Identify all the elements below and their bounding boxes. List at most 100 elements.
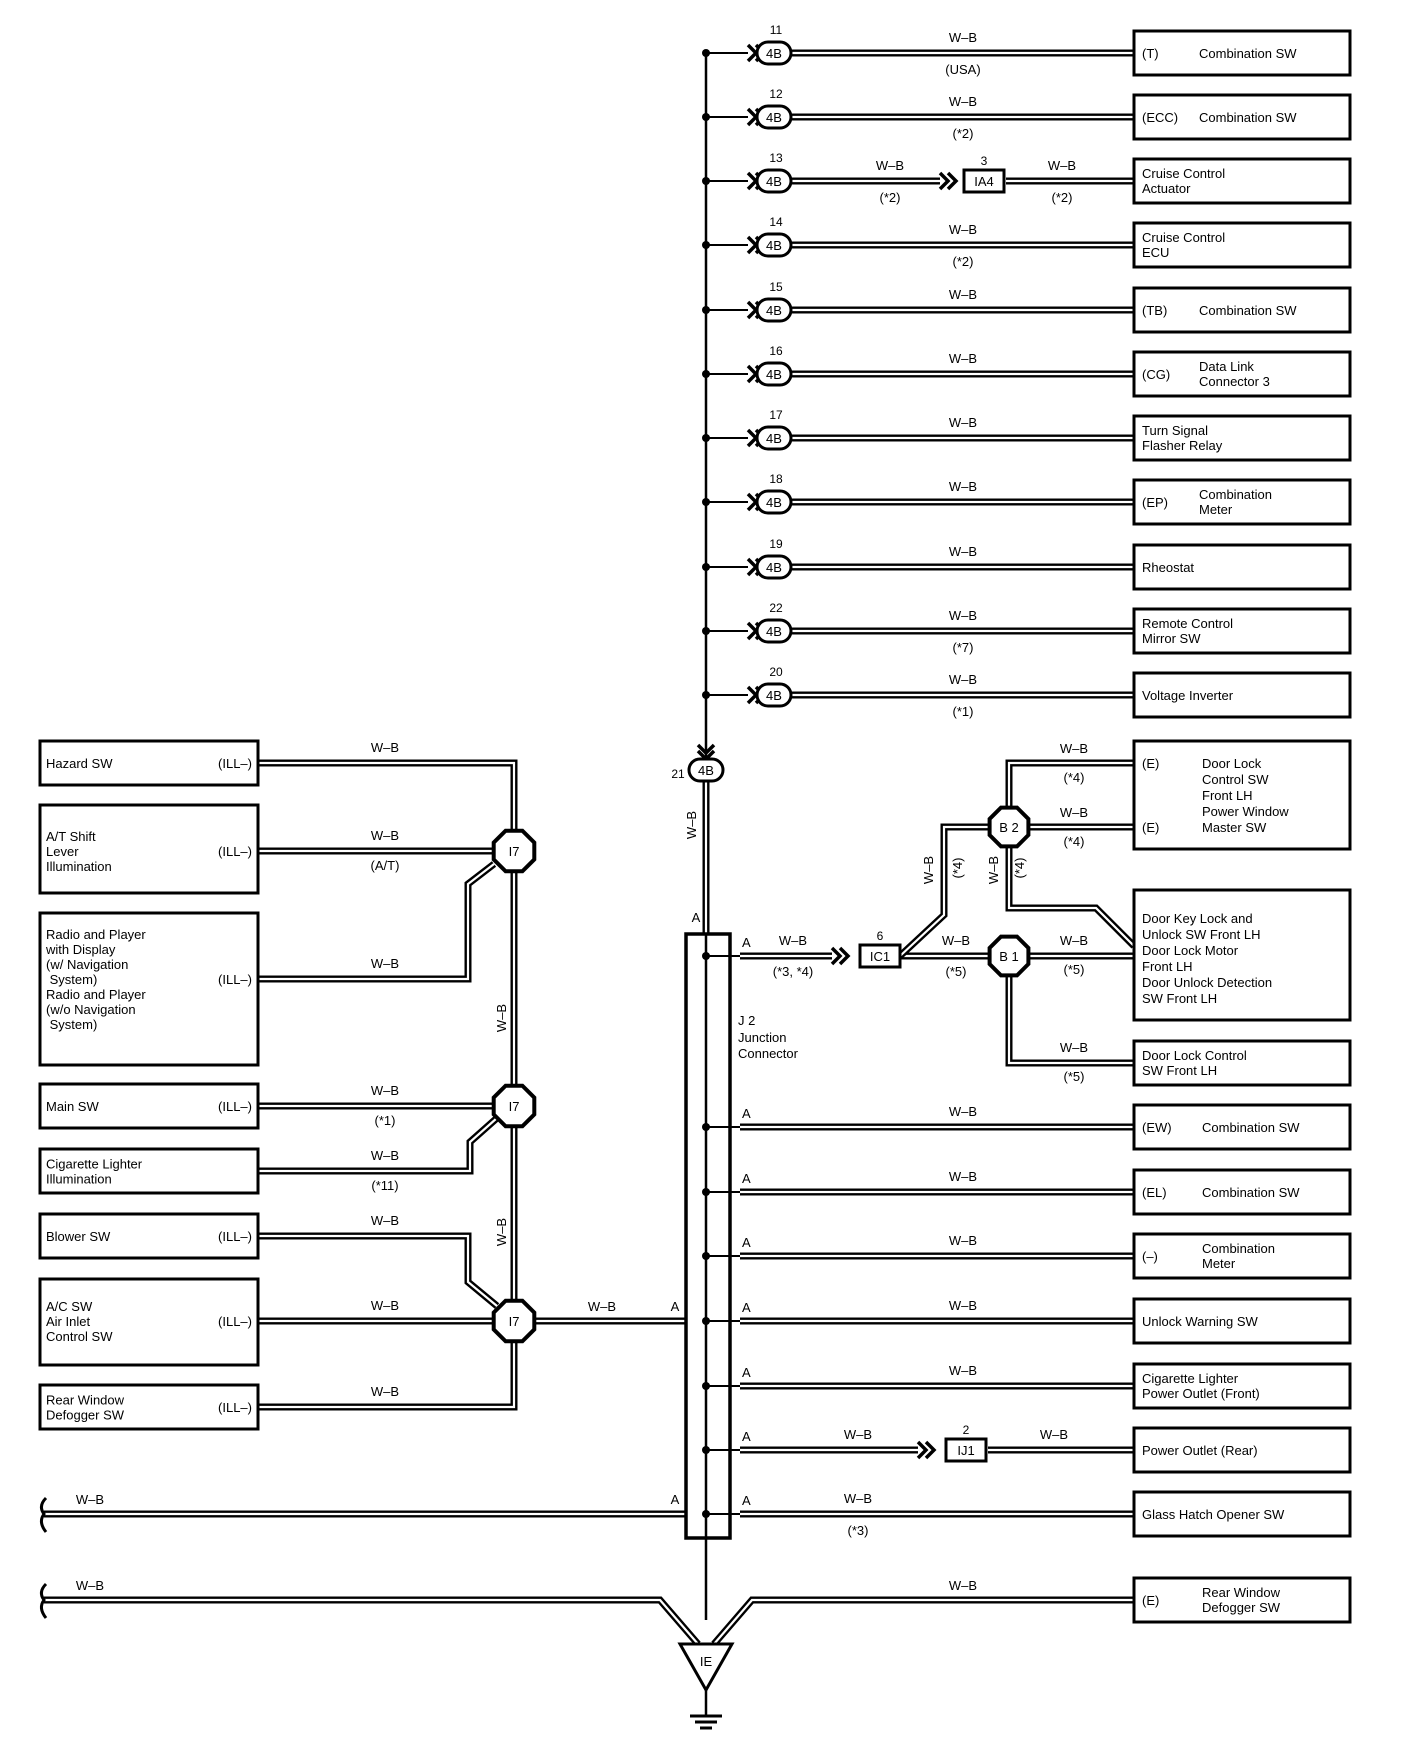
wire-note: (*2) — [953, 254, 974, 269]
wire-color-label: W–B — [844, 1427, 872, 1442]
wire-note: (*11) — [371, 1178, 398, 1193]
label-line: System) — [46, 1017, 97, 1032]
wire-note: (*4) — [1064, 834, 1085, 849]
pin-number: 17 — [769, 408, 783, 422]
connector-label: 4B — [766, 238, 782, 253]
component-box — [1132, 350, 1352, 398]
splice-dot — [702, 241, 710, 249]
wire-harness-core — [713, 1598, 1134, 1645]
connector-arrow — [830, 946, 851, 966]
label-line: Connector 3 — [1199, 374, 1270, 389]
label-line: Front LH — [1202, 788, 1253, 803]
label-line: Meter — [1202, 1256, 1236, 1271]
component-box — [1132, 1362, 1352, 1410]
wire-note: (*5) — [1064, 962, 1085, 977]
pin-number: 21 — [671, 767, 685, 781]
component-layer — [38, 29, 1352, 1694]
splice-dot — [702, 1446, 710, 1454]
wire-harness — [44, 1596, 701, 1647]
label-line: Radio and Player — [46, 927, 146, 942]
label-line: Air Inlet — [46, 1314, 90, 1329]
component-name: Combination SW — [1202, 1120, 1300, 1135]
terminal-label: (ILL–) — [218, 1400, 252, 1415]
component-box — [1132, 1039, 1352, 1087]
label-line: Cruise Control — [1142, 230, 1225, 245]
label-line: (w/ Navigation — [46, 957, 128, 972]
label-line: System) — [46, 972, 97, 987]
splice-dot — [702, 434, 710, 442]
connector-4b — [755, 40, 793, 66]
wire-color-label: W–B — [949, 544, 977, 559]
terminal-label: (EL) — [1142, 1185, 1167, 1200]
connector-4b — [755, 618, 793, 644]
wire-color-label: W–B — [371, 1213, 399, 1228]
pin-label: A — [742, 1106, 751, 1121]
pin-label: A — [742, 1429, 751, 1444]
wire-color-label: W–B — [1040, 1427, 1068, 1442]
connector-4b — [755, 232, 793, 258]
component-name: Combination SW — [1202, 1185, 1300, 1200]
terminal-label: (CG) — [1142, 367, 1170, 382]
wire-harness-core — [1007, 956, 1134, 1065]
wire-color-label: W–B — [844, 1491, 872, 1506]
terminal-label: (T) — [1142, 46, 1159, 61]
terminal-label: (ILL–) — [218, 1229, 252, 1244]
wire-color-label: W–B — [949, 1363, 977, 1378]
splice-dot — [702, 1252, 710, 1260]
component-box — [1132, 1490, 1352, 1538]
component-box — [1132, 607, 1352, 655]
wire-color-label: W–B — [588, 1299, 616, 1314]
splice-dot — [702, 49, 710, 57]
wire-color-label: W–B — [986, 856, 1001, 884]
junction-connector-j2 — [684, 932, 732, 1540]
splice-b2 — [987, 805, 1031, 849]
pin-number: 14 — [769, 215, 783, 229]
wire-color-label: W–B — [949, 1233, 977, 1248]
pin-label: A — [742, 1493, 751, 1508]
label-line: Data Link — [1199, 359, 1254, 374]
label-line: Cigarette Lighter — [1142, 1371, 1239, 1386]
wire-note: (*3, *4) — [773, 964, 813, 979]
wire-note: (*4) — [950, 858, 965, 879]
wire-note: (*2) — [953, 126, 974, 141]
connector-label: 4B — [766, 688, 782, 703]
wire-color-label: W–B — [942, 933, 970, 948]
connector-ic1 — [858, 943, 902, 969]
connector-label: 4B — [766, 110, 782, 125]
label-line: Illumination — [46, 859, 112, 874]
wire-color-label: W–B — [76, 1492, 104, 1507]
connector-4b — [755, 682, 793, 708]
terminal-label: (ILL–) — [218, 972, 252, 987]
connector-label: 4B — [766, 174, 782, 189]
connector-label: IJ1 — [957, 1443, 974, 1458]
splice-dot — [702, 627, 710, 635]
label-line: Door Lock Control — [1142, 1048, 1247, 1063]
label-line: (w/o Navigation — [46, 1002, 136, 1017]
label-line: Rear Window — [46, 1393, 125, 1408]
pin-number: 2 — [963, 1423, 970, 1437]
label-line: Combination — [1202, 1241, 1275, 1256]
component-box — [1132, 414, 1352, 462]
pin-number: 6 — [877, 929, 884, 943]
pin-number: 20 — [769, 665, 783, 679]
splice-i7 — [491, 1083, 537, 1129]
splice-dot — [702, 1510, 710, 1518]
connector-label: 4B — [766, 367, 782, 382]
label-line: Door Key Lock and — [1142, 911, 1253, 926]
label-line: Combination — [1199, 487, 1272, 502]
wire-color-label: W–B — [949, 351, 977, 366]
component-box — [1132, 888, 1352, 1022]
wire-color-label: W–B — [1048, 158, 1076, 173]
wire-color-label: W–B — [949, 479, 977, 494]
connector-label: 4B — [698, 763, 714, 778]
label-line: Door Lock Motor — [1142, 943, 1239, 958]
connector-4b — [755, 104, 793, 130]
pin-number: 15 — [769, 280, 783, 294]
wire-note: (*1) — [375, 1113, 396, 1128]
label-line: SW Front LH — [1142, 991, 1217, 1006]
ground-label: IE — [700, 1654, 713, 1669]
